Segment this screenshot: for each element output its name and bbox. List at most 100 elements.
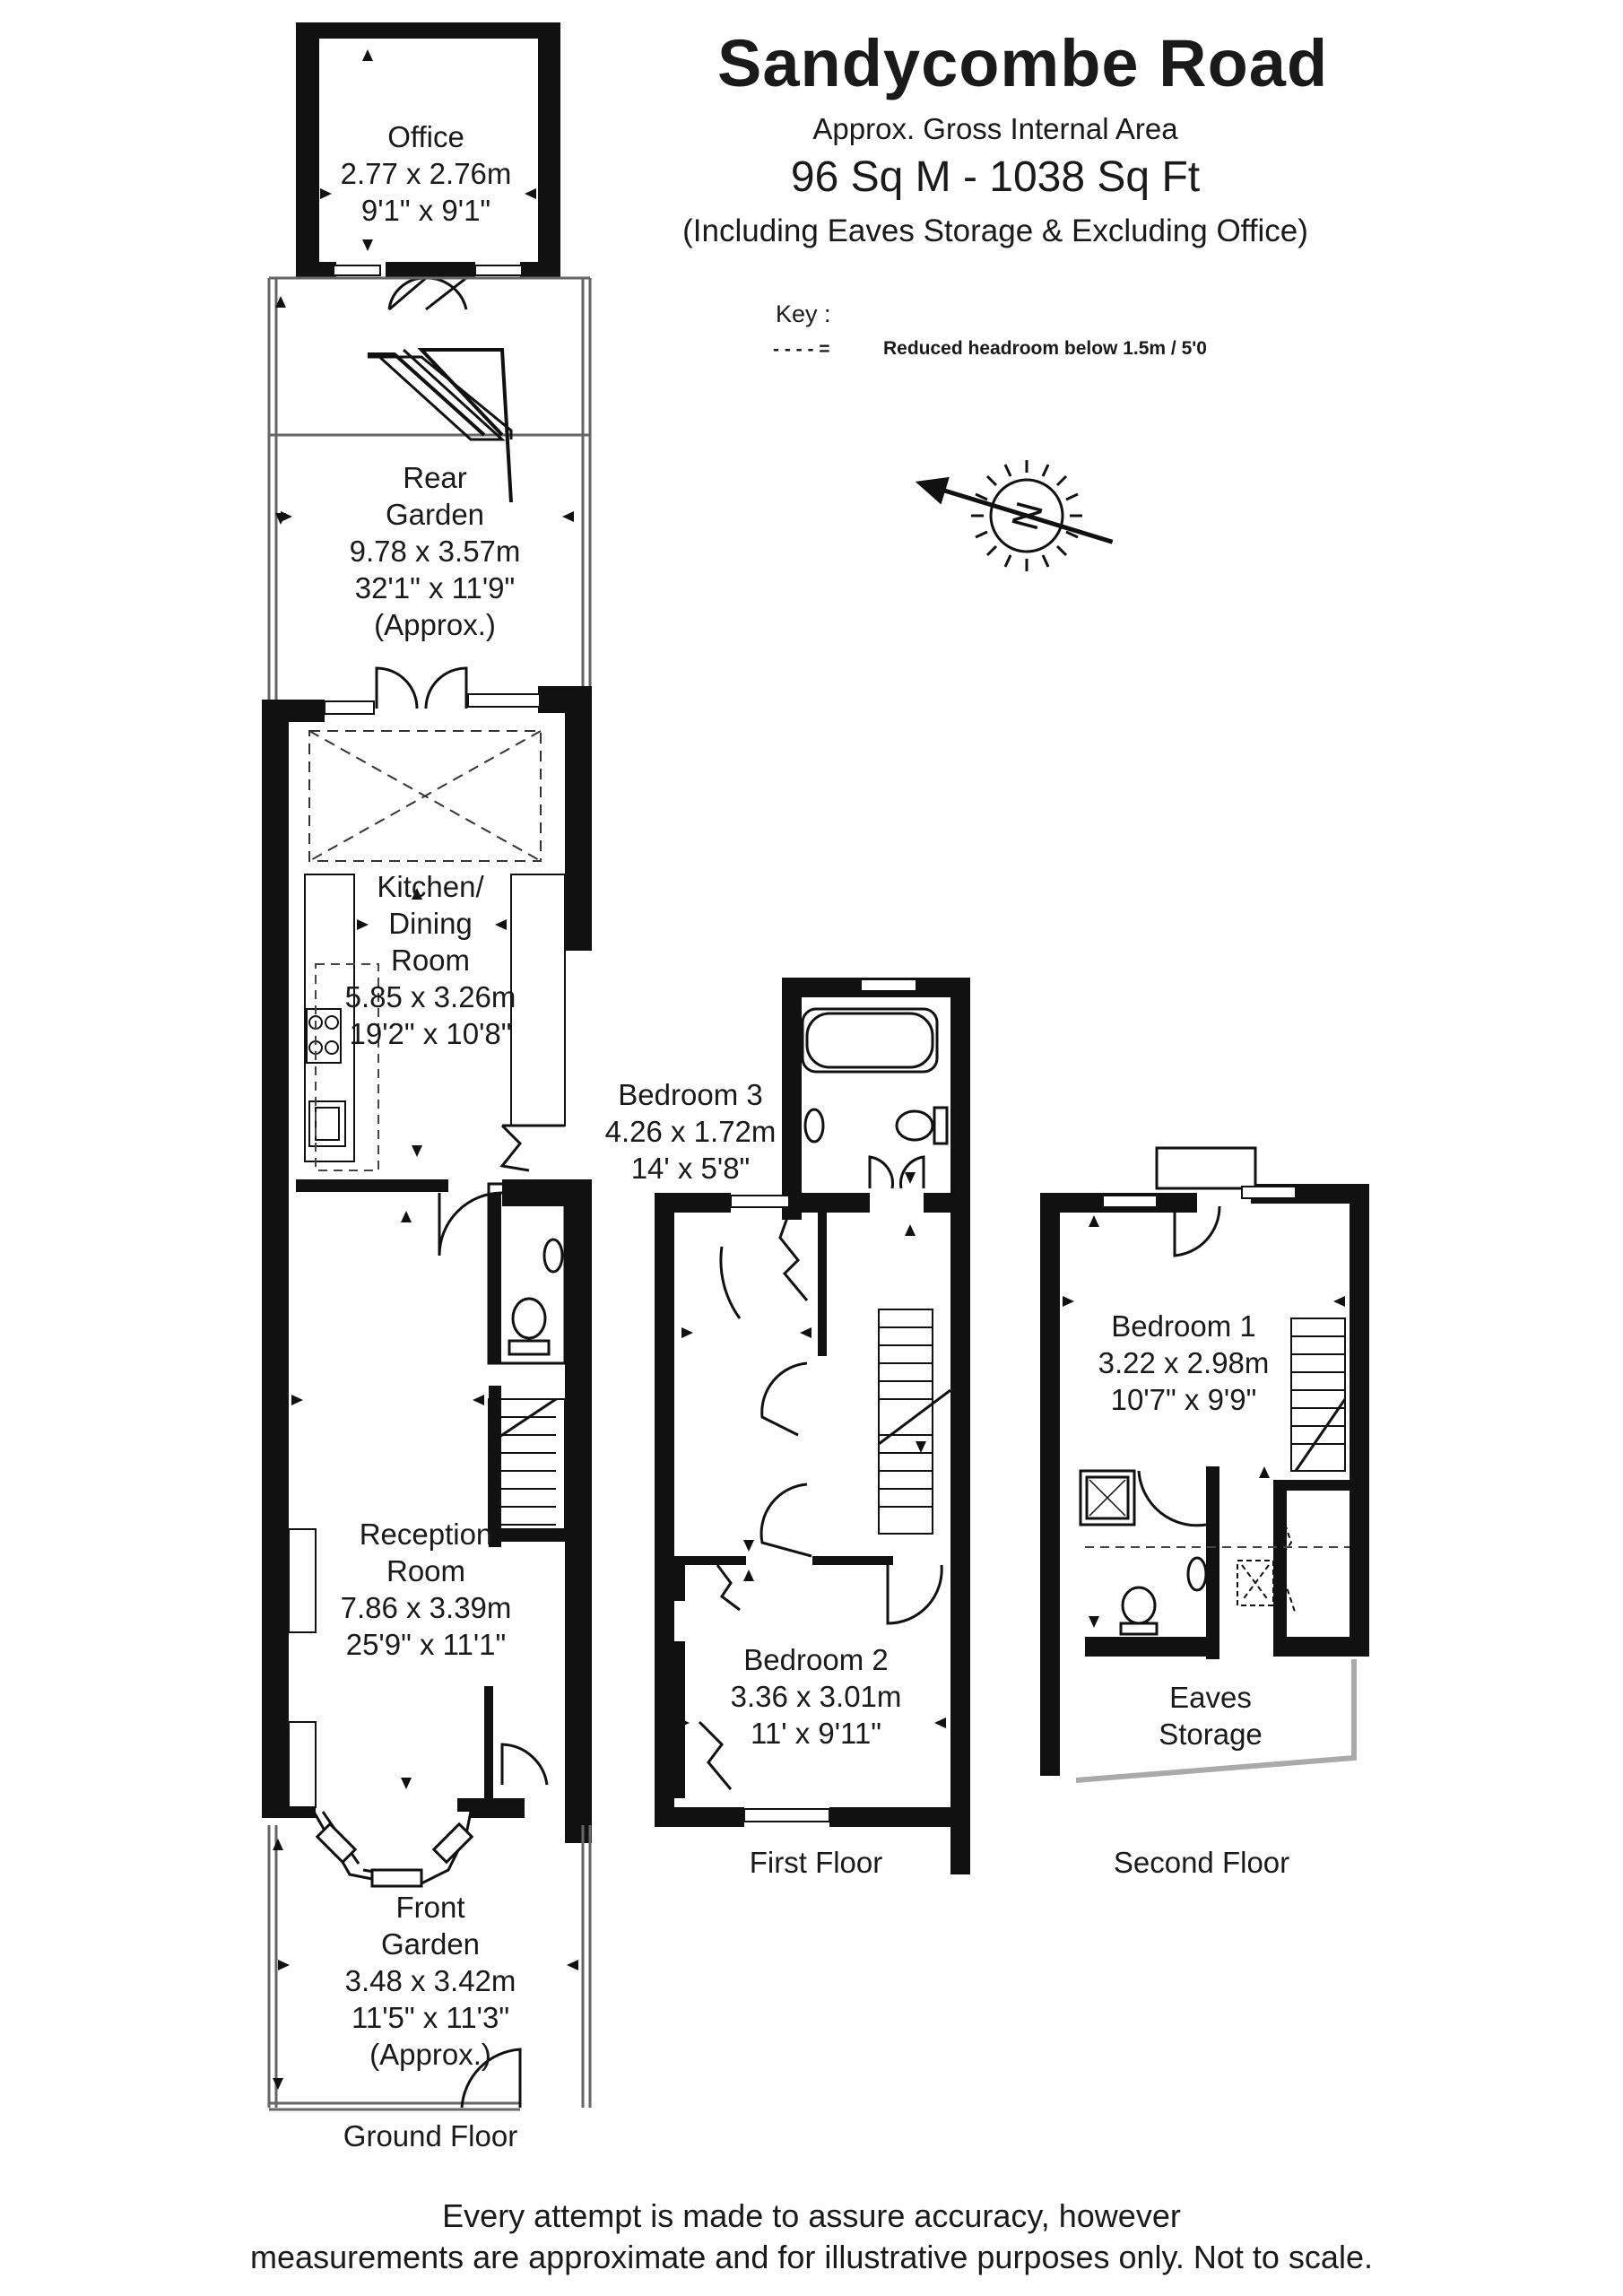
floor-label-first: First Floor (749, 1846, 883, 1879)
key-description: Reduced headroom below 1.5m / 5'0 (883, 338, 1207, 359)
second-stairs (1290, 1318, 1347, 1472)
room-metric: 2.77 x 2.76m (340, 157, 512, 190)
room-label-eaves-storage: Eaves Storage (1139, 1679, 1282, 1752)
room-approx: (Approx.) (369, 2038, 491, 2071)
bed1-door (1173, 1205, 1221, 1257)
room-name: Front (395, 1891, 465, 1924)
room-imperial: 32'1" x 11'9" (354, 571, 516, 604)
room-imperial: 14' x 5'8" (630, 1152, 751, 1185)
skylight-cross (308, 730, 542, 862)
room-name: Room (386, 1554, 466, 1587)
front-gate (460, 2048, 522, 2109)
rear-window-left (324, 700, 375, 715)
room-metric: 5.85 x 3.26m (344, 980, 516, 1013)
bed3-wardrobe (778, 1212, 809, 1301)
room-label-front-garden: Front Garden 3.48 x 3.42m 11'5" x 11'3" … (305, 1889, 556, 2073)
entrance-door (500, 1743, 549, 1786)
dimension-markers (273, 49, 1345, 2090)
office-window-right (474, 265, 523, 276)
room-name: Dining (388, 907, 473, 940)
kitchen-door (499, 1124, 565, 1172)
disclaimer: Every attempt is made to assure accuracy… (94, 2196, 1529, 2278)
fireplace-upper (288, 1528, 317, 1633)
room-metric: 3.36 x 3.01m (730, 1680, 902, 1713)
bed2-door (886, 1564, 943, 1625)
room-metric: 4.26 x 1.72m (604, 1115, 777, 1148)
plan-title: Sandycombe Road (717, 26, 1329, 100)
floor-label-second: Second Floor (1113, 1846, 1290, 1879)
bed3-window (730, 1195, 790, 1208)
rear-window-right (467, 693, 541, 708)
rear-garden-boundary (267, 276, 592, 700)
bed2-wardrobe-bottom (698, 1720, 733, 1790)
front-garden-boundary (267, 1825, 592, 2111)
first-floor-walls (655, 978, 970, 1874)
room-label-bedroom-1: Bedroom 1 3.22 x 2.98m 10'7" x 9'9" (1085, 1308, 1282, 1418)
room-name: Reception (359, 1518, 493, 1551)
gross-area: 96 Sq M - 1038 Sq Ft (790, 153, 1201, 201)
room-imperial: 25'9" x 11'1" (345, 1628, 507, 1661)
room-label-bedroom-2: Bedroom 2 3.36 x 3.01m 11' x 9'11" (717, 1641, 915, 1752)
landing-curve (759, 1361, 812, 1558)
room-name: Bedroom 3 (618, 1078, 763, 1111)
kitchen-headroom-zone (315, 963, 379, 1171)
office-window-left (333, 265, 381, 276)
room-imperial: 11' x 9'11" (750, 1717, 882, 1750)
bay-window-right (431, 1822, 474, 1865)
room-metric: 3.48 x 3.42m (344, 1964, 516, 1997)
bay-window-centre (370, 1868, 423, 1888)
second-cupboard (1237, 1515, 1297, 1615)
second-window-left (1102, 1195, 1158, 1208)
office-walls (296, 22, 560, 278)
office-door (387, 276, 468, 311)
shower-room (1079, 1469, 1208, 1636)
skylight (308, 730, 542, 862)
room-metric: 3.22 x 2.98m (1098, 1346, 1270, 1379)
bathroom-door (868, 1155, 925, 1189)
second-dormer (1155, 1146, 1257, 1190)
room-label-kitchen-dining: Kitchen/ Dining Room 5.85 x 3.26m 19'2" … (323, 868, 538, 1052)
room-name: Rear (403, 461, 467, 494)
compass-rose (915, 460, 1114, 571)
room-metric: 9.78 x 3.57m (349, 535, 521, 568)
ground-stairs (488, 1397, 566, 1530)
room-name: Room (390, 944, 471, 977)
key-label: Key : (776, 300, 831, 327)
ground-wc (487, 1182, 567, 1365)
disclaimer-line-1: Every attempt is made to assure accuracy… (442, 2197, 1181, 2234)
disclaimer-line-2: measurements are approximate and for ill… (250, 2239, 1373, 2275)
room-name: Kitchen/ (377, 870, 484, 903)
room-approx: (Approx.) (374, 608, 496, 641)
rear-garden-zigzag (368, 348, 513, 441)
room-imperial: 19'2" x 10'8" (349, 1017, 512, 1050)
room-name: Office (387, 120, 464, 153)
room-imperial: 10'7" x 9'9" (1110, 1383, 1257, 1416)
room-imperial: 9'1" x 9'1" (360, 194, 491, 227)
rear-french-door (375, 666, 468, 709)
floor-label-ground: Ground Floor (343, 2119, 518, 2152)
room-label-bedroom-3: Bedroom 3 4.26 x 1.72m 14' x 5'8" (592, 1076, 789, 1187)
bed2-wardrobe-top (716, 1564, 741, 1612)
room-label-office: Office 2.77 x 2.76m 9'1" x 9'1" (323, 118, 529, 229)
room-label-reception: Reception Room 7.86 x 3.39m 25'9" x 11'1… (309, 1516, 542, 1663)
fireplace-lower (288, 1721, 317, 1808)
room-name: Bedroom 1 (1111, 1309, 1256, 1343)
second-window-right (1241, 1186, 1297, 1199)
bay-window-left (315, 1822, 358, 1865)
first-stairs (878, 1309, 951, 1535)
room-name: Garden (380, 1927, 481, 1961)
plan-subtitle: Approx. Gross Internal Area (812, 112, 1178, 145)
ground-floor-walls (262, 686, 592, 1843)
first-bathroom (801, 1007, 949, 1145)
area-note: (Including Eaves Storage & Excluding Off… (682, 213, 1308, 248)
room-name: Bedroom 2 (743, 1643, 889, 1676)
room-imperial: 11'5" x 11'3" (351, 2001, 510, 2034)
room-name: Eaves (1169, 1681, 1252, 1714)
room-name: Storage (1159, 1718, 1263, 1751)
room-metric: 7.86 x 3.39m (340, 1591, 512, 1624)
room-label-rear-garden: Rear Garden 9.78 x 3.57m 32'1" x 11'9" (… (305, 459, 565, 643)
bed2-window (743, 1808, 830, 1822)
key-symbol: - - - - = (773, 339, 830, 360)
eaves-boundary (1075, 1659, 1357, 1783)
